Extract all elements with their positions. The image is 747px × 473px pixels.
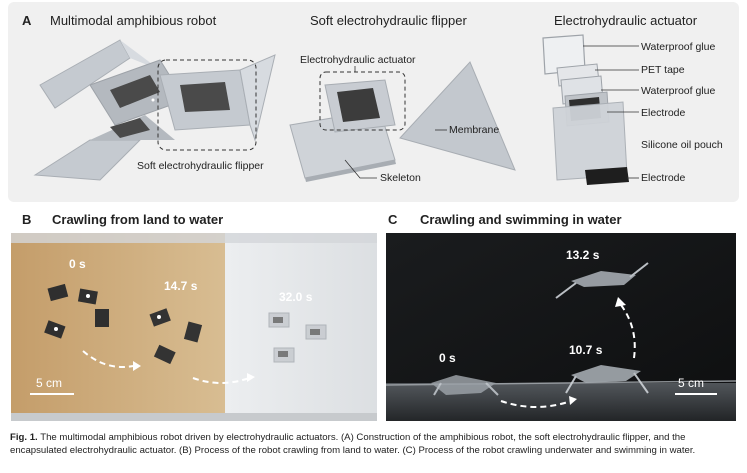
flipper-skeleton-callout: Skeleton bbox=[380, 172, 421, 184]
layer-pet-tape: PET tape bbox=[641, 64, 685, 76]
robot-14_7s bbox=[149, 308, 203, 365]
layer-electrode-top: Electrode bbox=[641, 107, 686, 119]
soft-flipper-illustration bbox=[289, 61, 516, 182]
time-label-32s: 32.0 s bbox=[279, 290, 313, 304]
panel-b-label: B bbox=[22, 212, 32, 227]
layer-silicone-oil-pouch: Silicone oil pouch bbox=[641, 139, 723, 151]
scale-label-b: 5 cm bbox=[36, 376, 63, 390]
panel-c-title: Crawling and swimming in water bbox=[420, 212, 622, 227]
land-to-water-photo: 0 s 14.7 s 32.0 s 5 cm bbox=[11, 233, 377, 421]
layer-waterproof-glue-bottom: Waterproof glue bbox=[641, 85, 716, 97]
scale-label-c: 5 cm bbox=[678, 376, 705, 390]
panel-a-actuator-title: Electrohydraulic actuator bbox=[554, 13, 698, 28]
scale-bar-b bbox=[30, 393, 74, 395]
scale-bar-c bbox=[675, 393, 717, 395]
robot-32s bbox=[268, 312, 327, 363]
layer-waterproof-glue-top: Waterproof glue bbox=[641, 41, 716, 53]
robot-c-10_7s bbox=[565, 365, 649, 394]
panel-a-flipper-title: Soft electrohydraulic flipper bbox=[310, 13, 467, 28]
amphibious-robot-illustration bbox=[33, 39, 276, 181]
actuator-exploded-illustration bbox=[542, 34, 639, 185]
time-label-c-0s: 0 s bbox=[439, 351, 456, 365]
figure-caption: Fig. 1. The multimodal amphibious robot … bbox=[10, 432, 738, 457]
robot-c-13_2s bbox=[555, 262, 649, 299]
time-label-c-13_2s: 13.2 s bbox=[566, 248, 600, 262]
robot-flipper-callout: Soft electrohydraulic flipper bbox=[137, 160, 264, 172]
time-label-c-10_7s: 10.7 s bbox=[569, 343, 603, 357]
flipper-actuator-callout: Electrohydraulic actuator bbox=[300, 54, 416, 66]
panel-a-label: A bbox=[22, 13, 32, 28]
panel-a-robot-title: Multimodal amphibious robot bbox=[50, 13, 217, 28]
panel-c-label: C bbox=[388, 212, 398, 227]
robot-c-0s bbox=[431, 375, 499, 396]
caption-label: Fig. 1. bbox=[10, 432, 38, 443]
time-label-14_7s: 14.7 s bbox=[164, 279, 198, 293]
caption-text: The multimodal amphibious robot driven b… bbox=[10, 432, 696, 456]
land-to-water-scene bbox=[11, 233, 377, 421]
layer-electrode-bottom: Electrode bbox=[641, 172, 686, 184]
panel-b-title: Crawling from land to water bbox=[52, 212, 224, 227]
time-label-0s: 0 s bbox=[69, 257, 86, 271]
underwater-scene bbox=[386, 233, 736, 421]
robot-0s bbox=[44, 283, 109, 339]
underwater-photo: 13.2 s 10.7 s 0 s 5 cm bbox=[386, 233, 736, 421]
flipper-membrane-callout: Membrane bbox=[449, 124, 500, 136]
